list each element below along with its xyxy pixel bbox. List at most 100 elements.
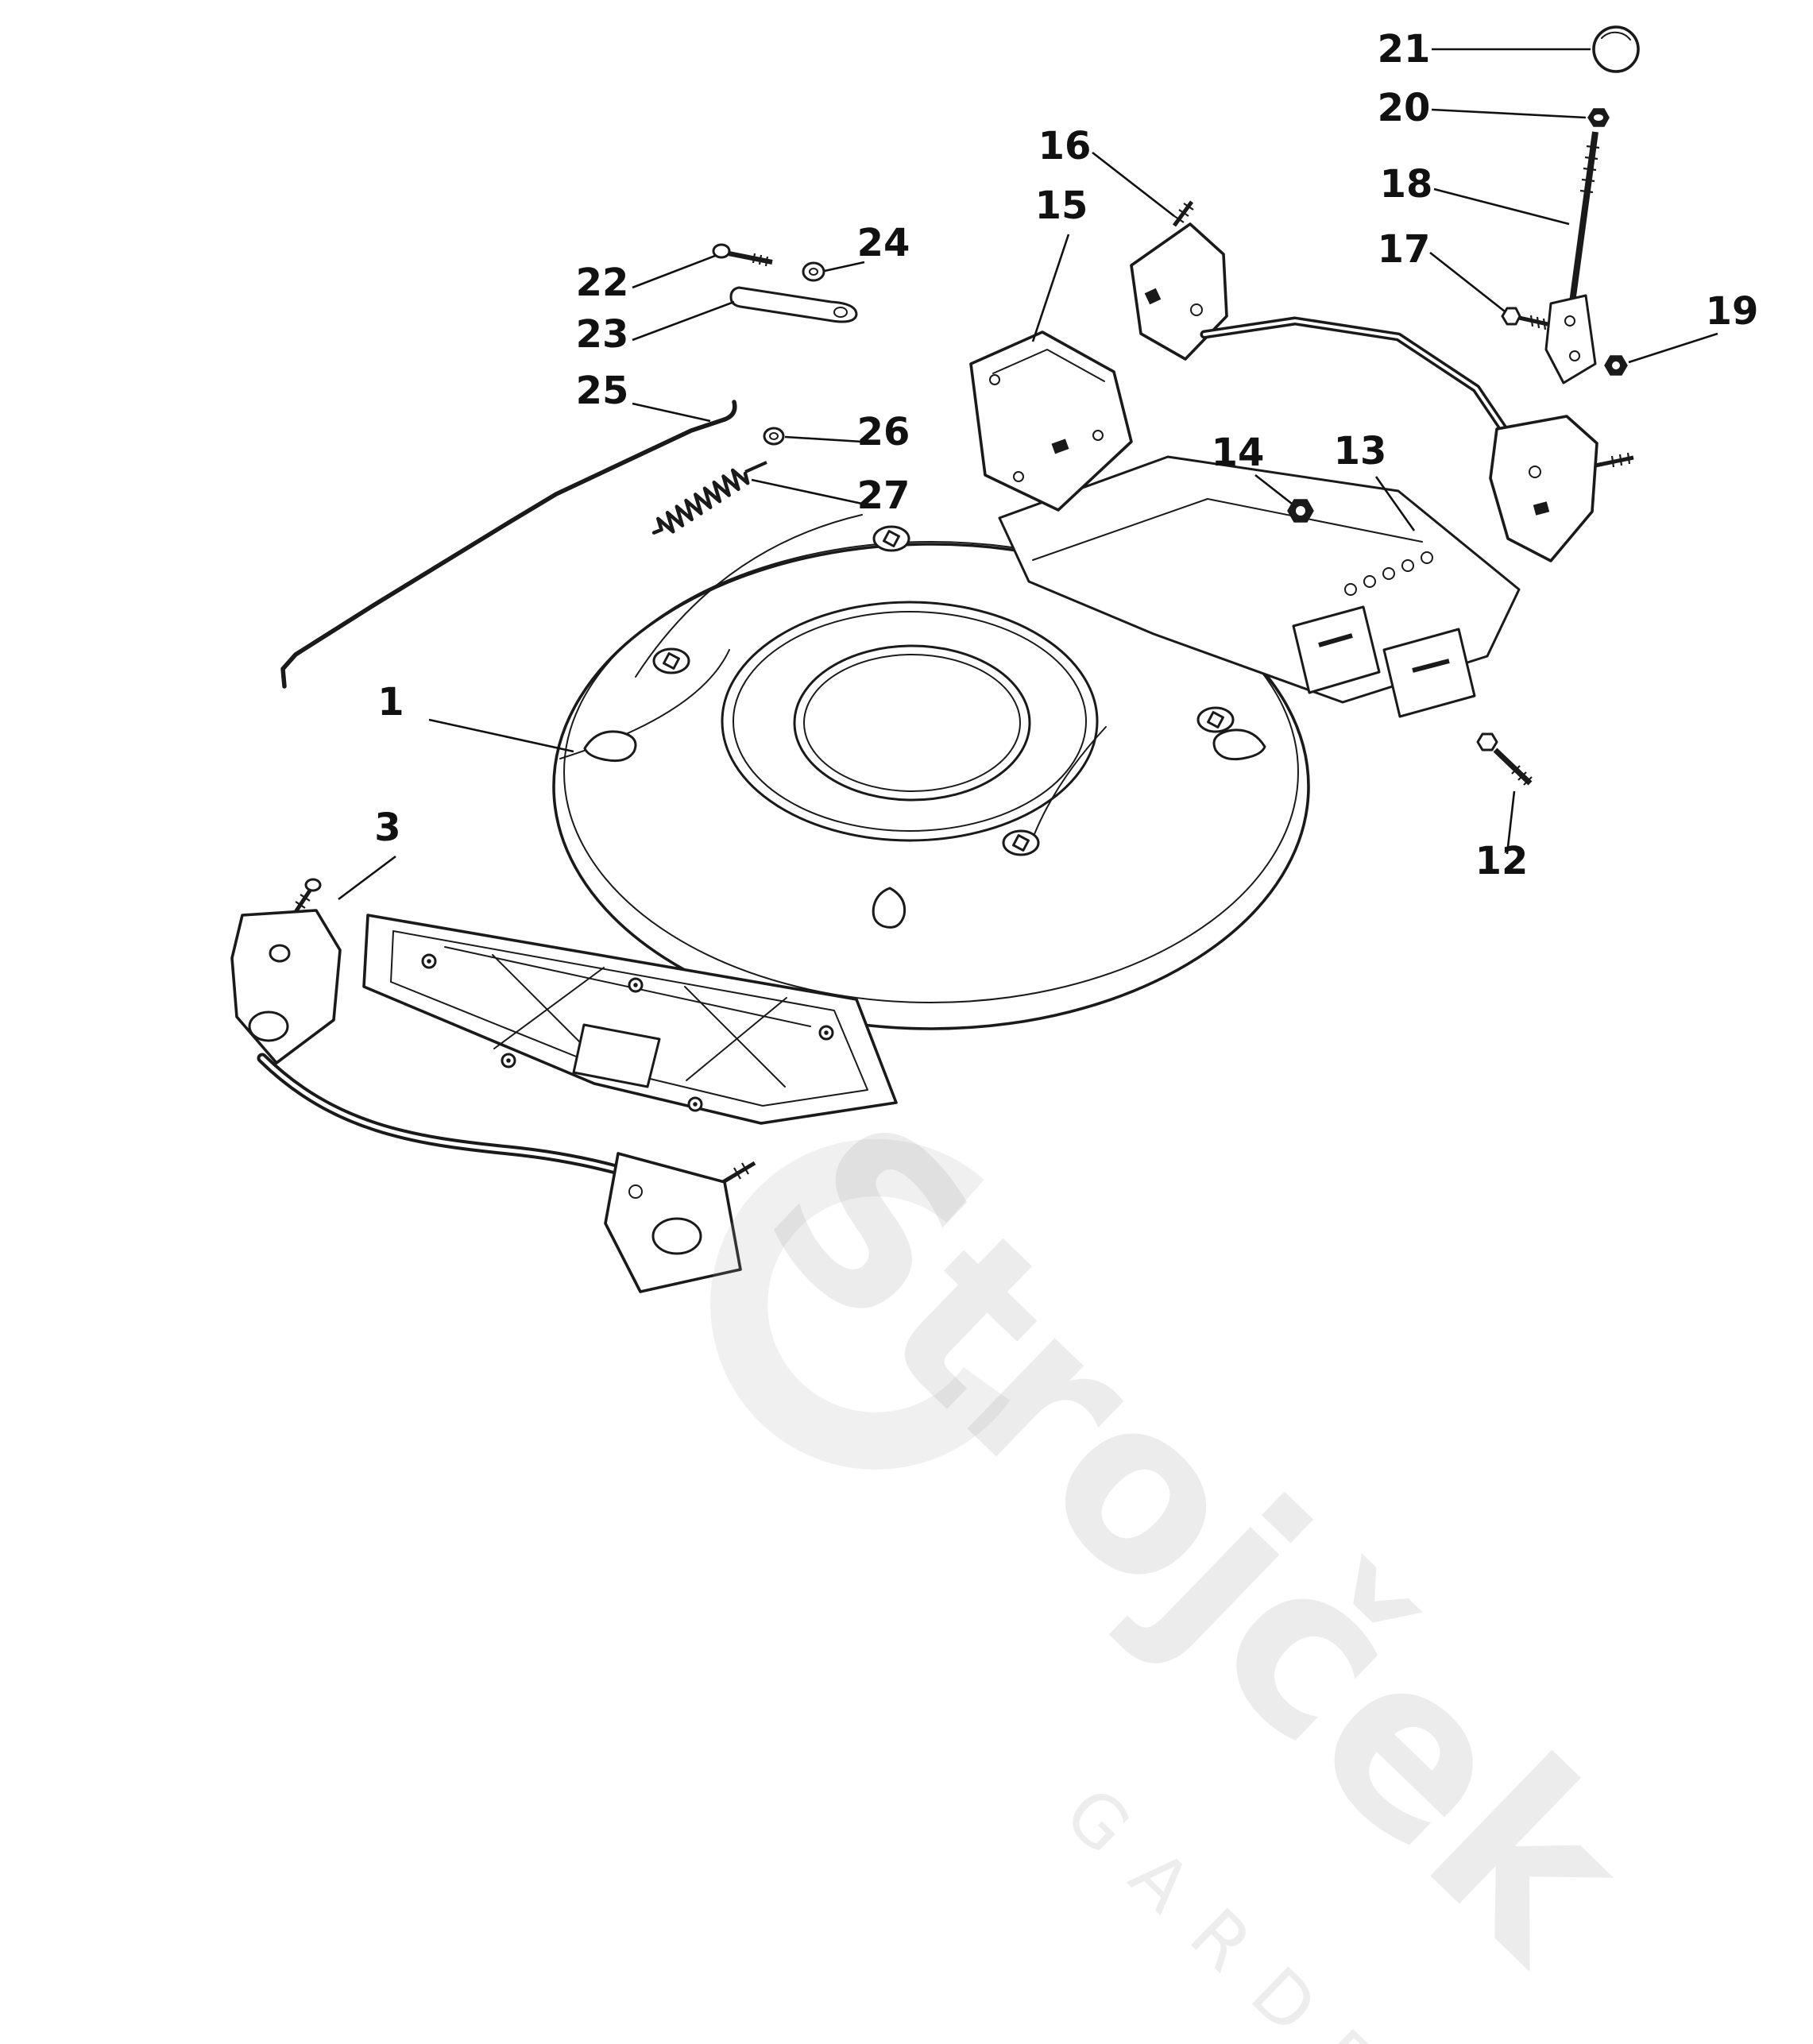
bolt-12 xyxy=(1476,732,1533,786)
end-plate-hole-small xyxy=(628,1184,643,1199)
lever-nut-19 xyxy=(1604,355,1628,376)
lever-knob-21 xyxy=(1592,25,1640,73)
end-plate-stud xyxy=(721,1161,756,1184)
callout-leader-22 xyxy=(632,254,716,289)
callout-label-22: 22 xyxy=(576,261,629,305)
callout-leader-15 xyxy=(1031,234,1070,342)
callout-label-21: 21 xyxy=(1378,27,1431,71)
deck-center-opening xyxy=(793,644,1031,802)
callout-label-17: 17 xyxy=(1378,227,1431,272)
height-lever-assembly xyxy=(1501,25,1640,384)
deck-rear-band xyxy=(998,455,1521,718)
bracket-15-fold xyxy=(992,349,1105,382)
deck-housing xyxy=(552,514,1310,1030)
deck-teardrop-bottom xyxy=(872,887,906,929)
callout-leader-17 xyxy=(1429,251,1506,313)
deck-mount-boss xyxy=(652,647,690,674)
lever-nut-20 xyxy=(1587,108,1610,127)
watermark-swoosh xyxy=(710,1138,1011,1470)
deck-mount-boss xyxy=(872,525,910,552)
deck-teardrop-left xyxy=(583,730,637,763)
callout-leader-23 xyxy=(632,300,735,342)
left-hardware-group xyxy=(280,243,858,689)
washer-26 xyxy=(763,427,785,446)
bracket-15-plate xyxy=(969,330,1133,512)
deck-center-ring-outer xyxy=(721,601,1099,842)
watermark: Strojček GARDEN xyxy=(710,1070,1678,2044)
height-plate-holes xyxy=(1344,551,1433,596)
nut-14 xyxy=(1287,499,1314,523)
end-plate-hole-large xyxy=(651,1217,702,1255)
callout-label-15: 15 xyxy=(1035,184,1088,228)
deck-center-ring-inner xyxy=(733,611,1087,832)
rear-plate-tab xyxy=(572,1023,661,1088)
right-pivot-bracket xyxy=(1489,415,1598,562)
right-bracket-slot xyxy=(1533,501,1550,516)
bracket-16-slot xyxy=(1144,288,1162,305)
front-bracket-hole-large xyxy=(248,1010,289,1042)
bracket-16 xyxy=(1130,200,1228,361)
callout-leader-1 xyxy=(428,718,574,753)
rear-band-plate xyxy=(998,455,1521,704)
callout-label-12: 12 xyxy=(1475,839,1529,883)
deck-mount-boss xyxy=(1196,706,1235,733)
front-handle-bar xyxy=(230,878,756,1293)
deck-teardrop-right xyxy=(1212,728,1266,761)
axle-channel-bracket xyxy=(1292,605,1381,694)
front-bar-end-plate xyxy=(604,1152,742,1293)
deck-shoulder-line xyxy=(635,514,863,678)
rear-plate xyxy=(362,914,898,1125)
right-bracket-stud xyxy=(1595,452,1634,468)
callout-label-23: 23 xyxy=(576,312,629,357)
callout-label-14: 14 xyxy=(1212,431,1265,475)
callout-label-3: 3 xyxy=(374,806,400,850)
callout-leader-18 xyxy=(1433,187,1570,226)
front-bracket-hole-small xyxy=(269,944,291,963)
callout-label-13: 13 xyxy=(1334,429,1387,473)
callout-leader-25 xyxy=(632,402,711,423)
spring-27 xyxy=(651,461,767,535)
callout-label-24: 24 xyxy=(857,221,910,265)
bolt-22 xyxy=(712,243,773,267)
callout-label-25: 25 xyxy=(576,369,629,413)
callout-label-19: 19 xyxy=(1706,289,1759,334)
callout-label-16: 16 xyxy=(1038,124,1092,168)
callout-label-1: 1 xyxy=(377,680,404,724)
deck-center-opening-lip xyxy=(803,654,1021,792)
lever-lower-plate xyxy=(1544,294,1597,384)
bracket-16-screw xyxy=(1172,200,1194,227)
deck-rim-line xyxy=(563,541,1299,1003)
callout-leader-13 xyxy=(1374,476,1416,531)
rod-25 xyxy=(280,400,737,689)
axle-channel-bracket xyxy=(1382,628,1476,718)
callout-leader-20 xyxy=(1431,108,1587,119)
strap-23 xyxy=(729,286,858,323)
callout-leader-19 xyxy=(1628,332,1718,364)
front-bracket-bolt xyxy=(293,878,322,914)
rear-plate-screws xyxy=(421,953,834,1112)
rear-plate-body xyxy=(362,914,898,1125)
callout-leader-27 xyxy=(751,478,863,505)
callout-leader-26 xyxy=(784,435,863,443)
lever-bolt-17 xyxy=(1501,307,1548,330)
callout-leader-3 xyxy=(338,855,396,901)
front-bracket-plate xyxy=(230,909,342,1065)
callout-leader-14 xyxy=(1254,473,1293,505)
lever-rod-18 xyxy=(1568,131,1600,309)
washer-24 xyxy=(802,261,825,282)
callout-label-20: 20 xyxy=(1378,86,1431,130)
link-rod-13 xyxy=(1200,316,1634,562)
callout-leader-24 xyxy=(824,261,865,272)
knob-highlight xyxy=(1601,31,1631,41)
bracket-15-slot xyxy=(1051,439,1069,454)
callout-leader-12 xyxy=(1506,790,1516,855)
rear-band-fold-line xyxy=(1032,498,1423,561)
deck-mount-boss xyxy=(1002,829,1040,856)
rear-plate-inner-border xyxy=(390,930,868,1107)
bracket-16-plate xyxy=(1130,222,1228,361)
callout-label-26: 26 xyxy=(857,410,910,454)
callout-label-27: 27 xyxy=(857,473,910,518)
